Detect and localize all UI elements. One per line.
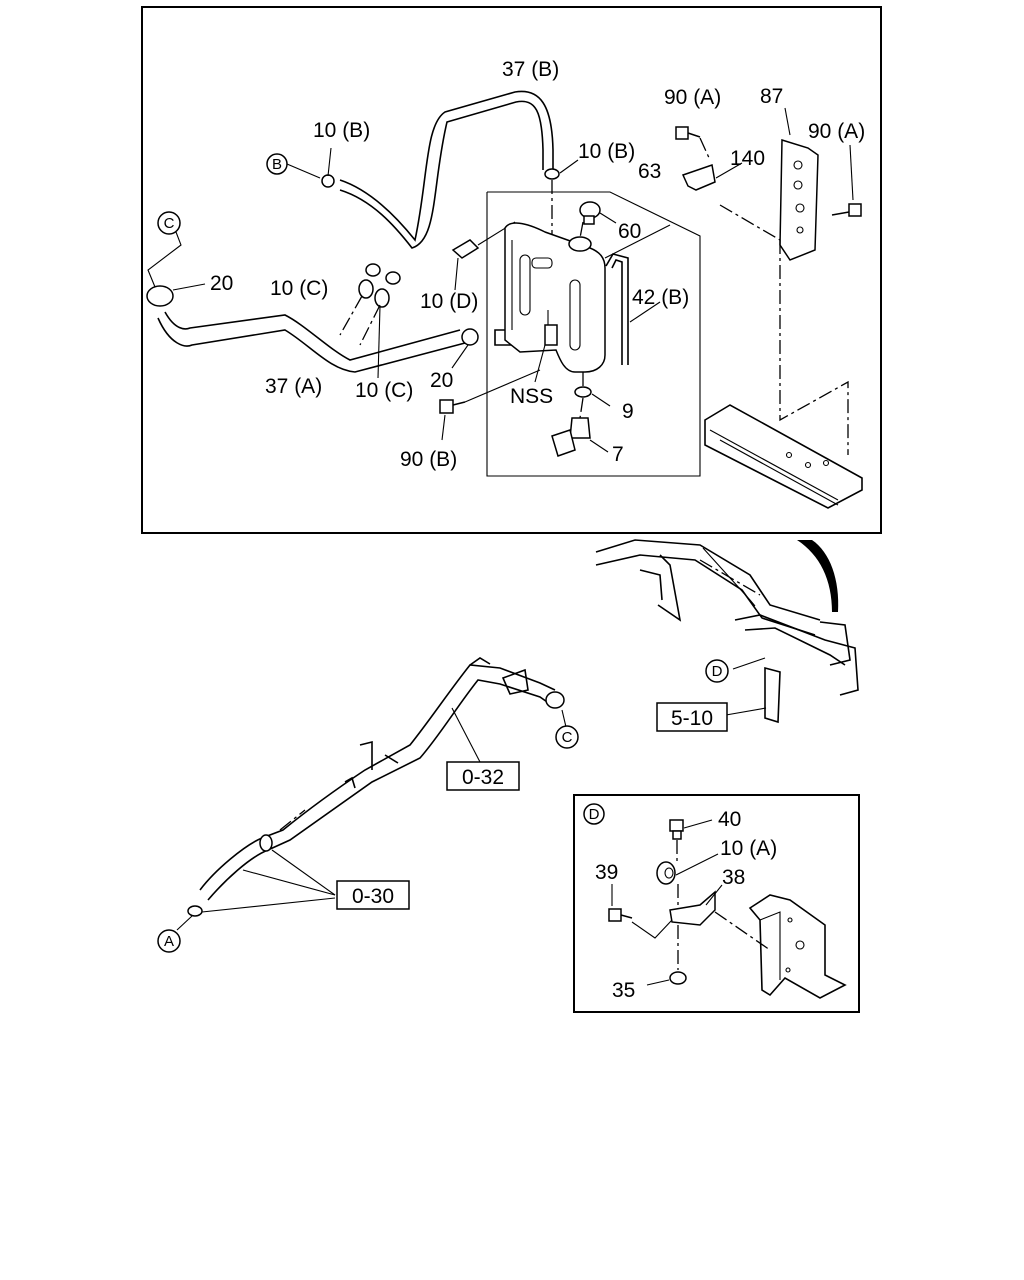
label-90b: 90 (B) — [400, 448, 457, 471]
pipe-assembly — [176, 657, 567, 931]
bolt-90a-right — [831, 144, 862, 217]
label-nss: NSS — [510, 385, 553, 408]
label-10c-bottom: 10 (C) — [355, 379, 413, 402]
label-87: 87 — [760, 85, 783, 108]
label-20-bottom: 20 — [430, 369, 453, 392]
label-35: 35 — [612, 979, 635, 1002]
ref-0-30: 0-30 — [352, 885, 394, 908]
sensor-7 — [551, 397, 609, 457]
label-10b-right: 10 (B) — [578, 140, 635, 163]
label-37b: 37 (B) — [502, 58, 559, 81]
reservoir-tank-63 — [504, 222, 671, 373]
hose-42b — [605, 253, 661, 365]
circle-c-mid-shape — [555, 725, 579, 749]
circle-c-top-shape — [157, 211, 181, 235]
label-40: 40 — [718, 808, 741, 831]
label-20-top: 20 — [210, 272, 233, 295]
clips-10c — [339, 263, 401, 379]
circle-d-mid-shape — [705, 659, 729, 683]
ref-0-32: 0-32 — [462, 766, 504, 789]
circle-a-bottom-shape — [157, 929, 181, 953]
ref-box-0-30 — [336, 880, 410, 910]
bolt-90a-left — [675, 126, 711, 161]
label-7: 7 — [612, 443, 624, 466]
bracket-140 — [681, 162, 781, 241]
detail-d-parts — [608, 819, 847, 999]
frame-rail-top — [704, 404, 863, 509]
label-10a: 10 (A) — [720, 837, 777, 860]
bolt-90b — [439, 369, 541, 441]
clip-10b-right — [544, 159, 579, 240]
clamp-20-bottom — [451, 328, 523, 369]
label-60: 60 — [618, 220, 641, 243]
circle-d-box: D — [589, 806, 600, 823]
circle-c-top: C — [164, 215, 175, 232]
label-90a-left: 90 (A) — [664, 86, 721, 109]
circle-c-mid: C — [562, 729, 573, 746]
gasket-9 — [574, 372, 611, 407]
label-37a: 37 (A) — [265, 375, 322, 398]
circle-b-top: B — [272, 156, 282, 173]
hose-37b — [339, 90, 554, 249]
cap-60 — [579, 201, 617, 239]
circle-a-bottom: A — [164, 933, 174, 950]
label-90a-right: 90 (A) — [808, 120, 865, 143]
hose-37a — [157, 311, 466, 373]
label-10d: 10 (D) — [420, 290, 478, 313]
ref-box-0-32 — [446, 761, 520, 791]
ref-box-5-10 — [656, 702, 728, 732]
label-10c-left: 10 (C) — [270, 277, 328, 300]
label-9: 9 — [622, 400, 634, 423]
top-frame — [141, 6, 882, 534]
detail-frame-d — [573, 794, 860, 1013]
ref-5-10: 5-10 — [671, 707, 713, 730]
label-140: 140 — [730, 147, 765, 170]
frame-assembly-view — [595, 539, 859, 724]
label-63: 63 — [638, 160, 661, 183]
tank-group-box — [486, 191, 701, 477]
clamp-20-top — [146, 283, 206, 307]
circle-d-box-shape — [583, 803, 605, 825]
label-39: 39 — [595, 861, 618, 884]
circle-d-mid: D — [712, 663, 723, 680]
clip-10b-left — [321, 147, 335, 188]
label-42b: 42 (B) — [632, 286, 689, 309]
label-38: 38 — [722, 866, 745, 889]
label-10b-left: 10 (B) — [313, 119, 370, 142]
